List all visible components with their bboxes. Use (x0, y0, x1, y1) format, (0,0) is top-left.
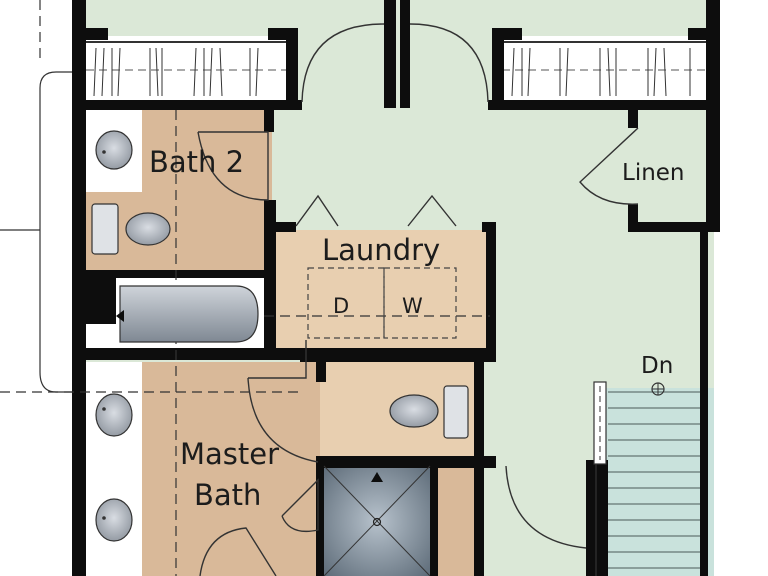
dryer (307, 267, 385, 339)
room-label-laundry: Laundry (322, 233, 440, 267)
closet-right (502, 36, 708, 102)
room-label-master-bath-line1: Master (180, 437, 279, 471)
doors (197, 23, 639, 576)
washer-label: W (402, 294, 423, 318)
room-label-master-bath-line2: Bath (194, 478, 261, 512)
washer (383, 267, 457, 339)
walls (72, 0, 720, 576)
shower (323, 465, 431, 576)
master-toilet (389, 385, 469, 439)
room-label-linen: Linen (622, 160, 685, 186)
bath2-sink (95, 130, 133, 170)
dryer-label: D (333, 294, 349, 318)
laundry-floor (276, 230, 488, 348)
room-label-bath2: Bath 2 (149, 145, 244, 179)
master-sink-upper (95, 393, 133, 437)
stair-area (606, 388, 714, 576)
bath2-toilet (91, 203, 171, 255)
master-sink-lower (95, 498, 133, 542)
bath2-tub (116, 285, 259, 343)
closet-left (86, 36, 292, 102)
stairs (593, 381, 700, 569)
stair-direction-label: Dn (641, 353, 673, 379)
